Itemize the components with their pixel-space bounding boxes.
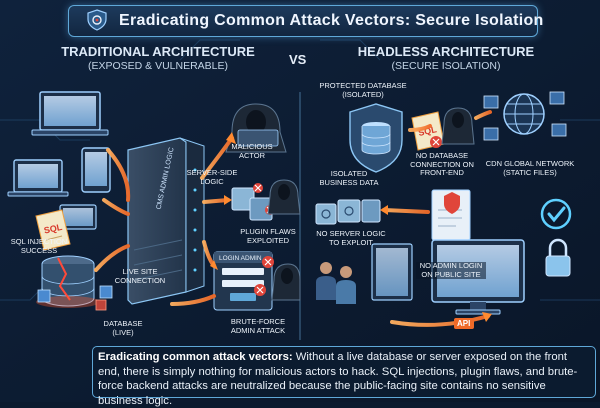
label-database-live: DATABASE(LIVE): [103, 319, 143, 337]
live-database-icon: [36, 255, 100, 308]
left-heading: TRADITIONAL ARCHITECTURE: [61, 44, 255, 59]
vs-label: VS: [289, 52, 307, 67]
laptop-icon: [31, 91, 109, 136]
page-title: Eradicating Common Attack Vectors: Secur…: [119, 12, 544, 29]
title-banner: Eradicating Common Attack Vectors: Secur…: [68, 5, 543, 37]
puzzle-safe-icon: [315, 199, 381, 225]
caption-box: Eradicating common attack vectors: Witho…: [92, 346, 596, 407]
api-label: API: [457, 319, 471, 328]
right-heading: HEADLESS ARCHITECTURE: [357, 44, 535, 59]
sql-tag: SQL: [43, 222, 64, 236]
users-icon: [316, 262, 356, 304]
document-icon: [431, 189, 471, 241]
svg-text:LOGIN ADMIN: LOGIN ADMIN: [219, 255, 262, 262]
login-panel-icon: LOGIN ADMIN: [213, 251, 274, 311]
lock-icon: [545, 238, 571, 277]
cms-server-icon: [127, 137, 205, 305]
label-protected-database: PROTECTED DATABASE(ISOLATED): [319, 81, 407, 99]
protected-database-icon: [349, 103, 403, 173]
cdn-globe-icon: [483, 91, 567, 141]
left-subheading: (EXPOSED & VULNERABLE): [87, 60, 229, 72]
caption-body: Without a live database or server expose…: [98, 351, 578, 407]
caption-lead: Eradicating common attack vectors:: [98, 351, 293, 363]
sql-document-icon: SQL: [35, 209, 71, 251]
right-subheading: (SECURE ISOLATION): [391, 60, 501, 72]
checkmark-icon: [540, 198, 572, 230]
puzzle-icon: [231, 183, 275, 221]
label-cdn: CDN GLOBAL NETWORK(STATIC FILES): [485, 159, 575, 177]
shield-icon: [87, 9, 107, 31]
hacker-icon: [225, 103, 287, 153]
